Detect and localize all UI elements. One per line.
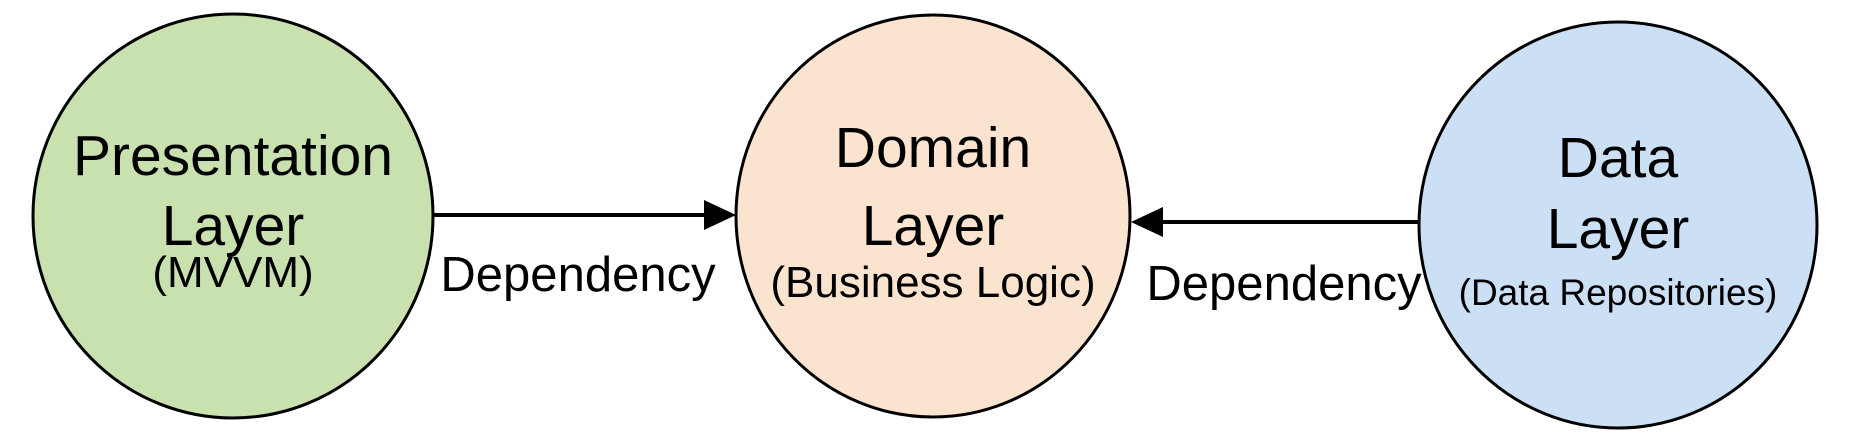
node-title-line2: Layer: [162, 194, 305, 258]
edge-label: Dependency: [1146, 257, 1422, 311]
arrow-head-left-icon: [1131, 207, 1163, 237]
node-title-line1: Data: [1558, 126, 1679, 190]
presentation-layer-ellipse: [31, 12, 435, 420]
domain-layer-ellipse: [734, 13, 1132, 419]
arrow-head-right-icon: [704, 200, 736, 230]
node-sublabel: (Business Logic): [770, 258, 1095, 307]
edge-data-to-domain: Dependency: [1131, 207, 1422, 311]
node-title-line2: Layer: [862, 194, 1005, 258]
node-presentation-layer: Presentation Layer (MVVM): [31, 12, 435, 420]
node-title-line1: Presentation: [73, 124, 393, 188]
edge-label: Dependency: [440, 248, 716, 302]
node-title-line1: Domain: [835, 116, 1031, 180]
node-domain-layer: Domain Layer (Business Logic): [734, 13, 1132, 419]
node-title-line2: Layer: [1547, 197, 1690, 261]
edge-presentation-to-domain: Dependency: [433, 200, 736, 302]
node-sublabel: (MVVM): [152, 248, 313, 297]
node-sublabel: (Data Repositories): [1459, 272, 1778, 313]
node-data-layer: Data Layer (Data Repositories): [1417, 20, 1819, 430]
data-layer-ellipse: [1417, 20, 1819, 430]
